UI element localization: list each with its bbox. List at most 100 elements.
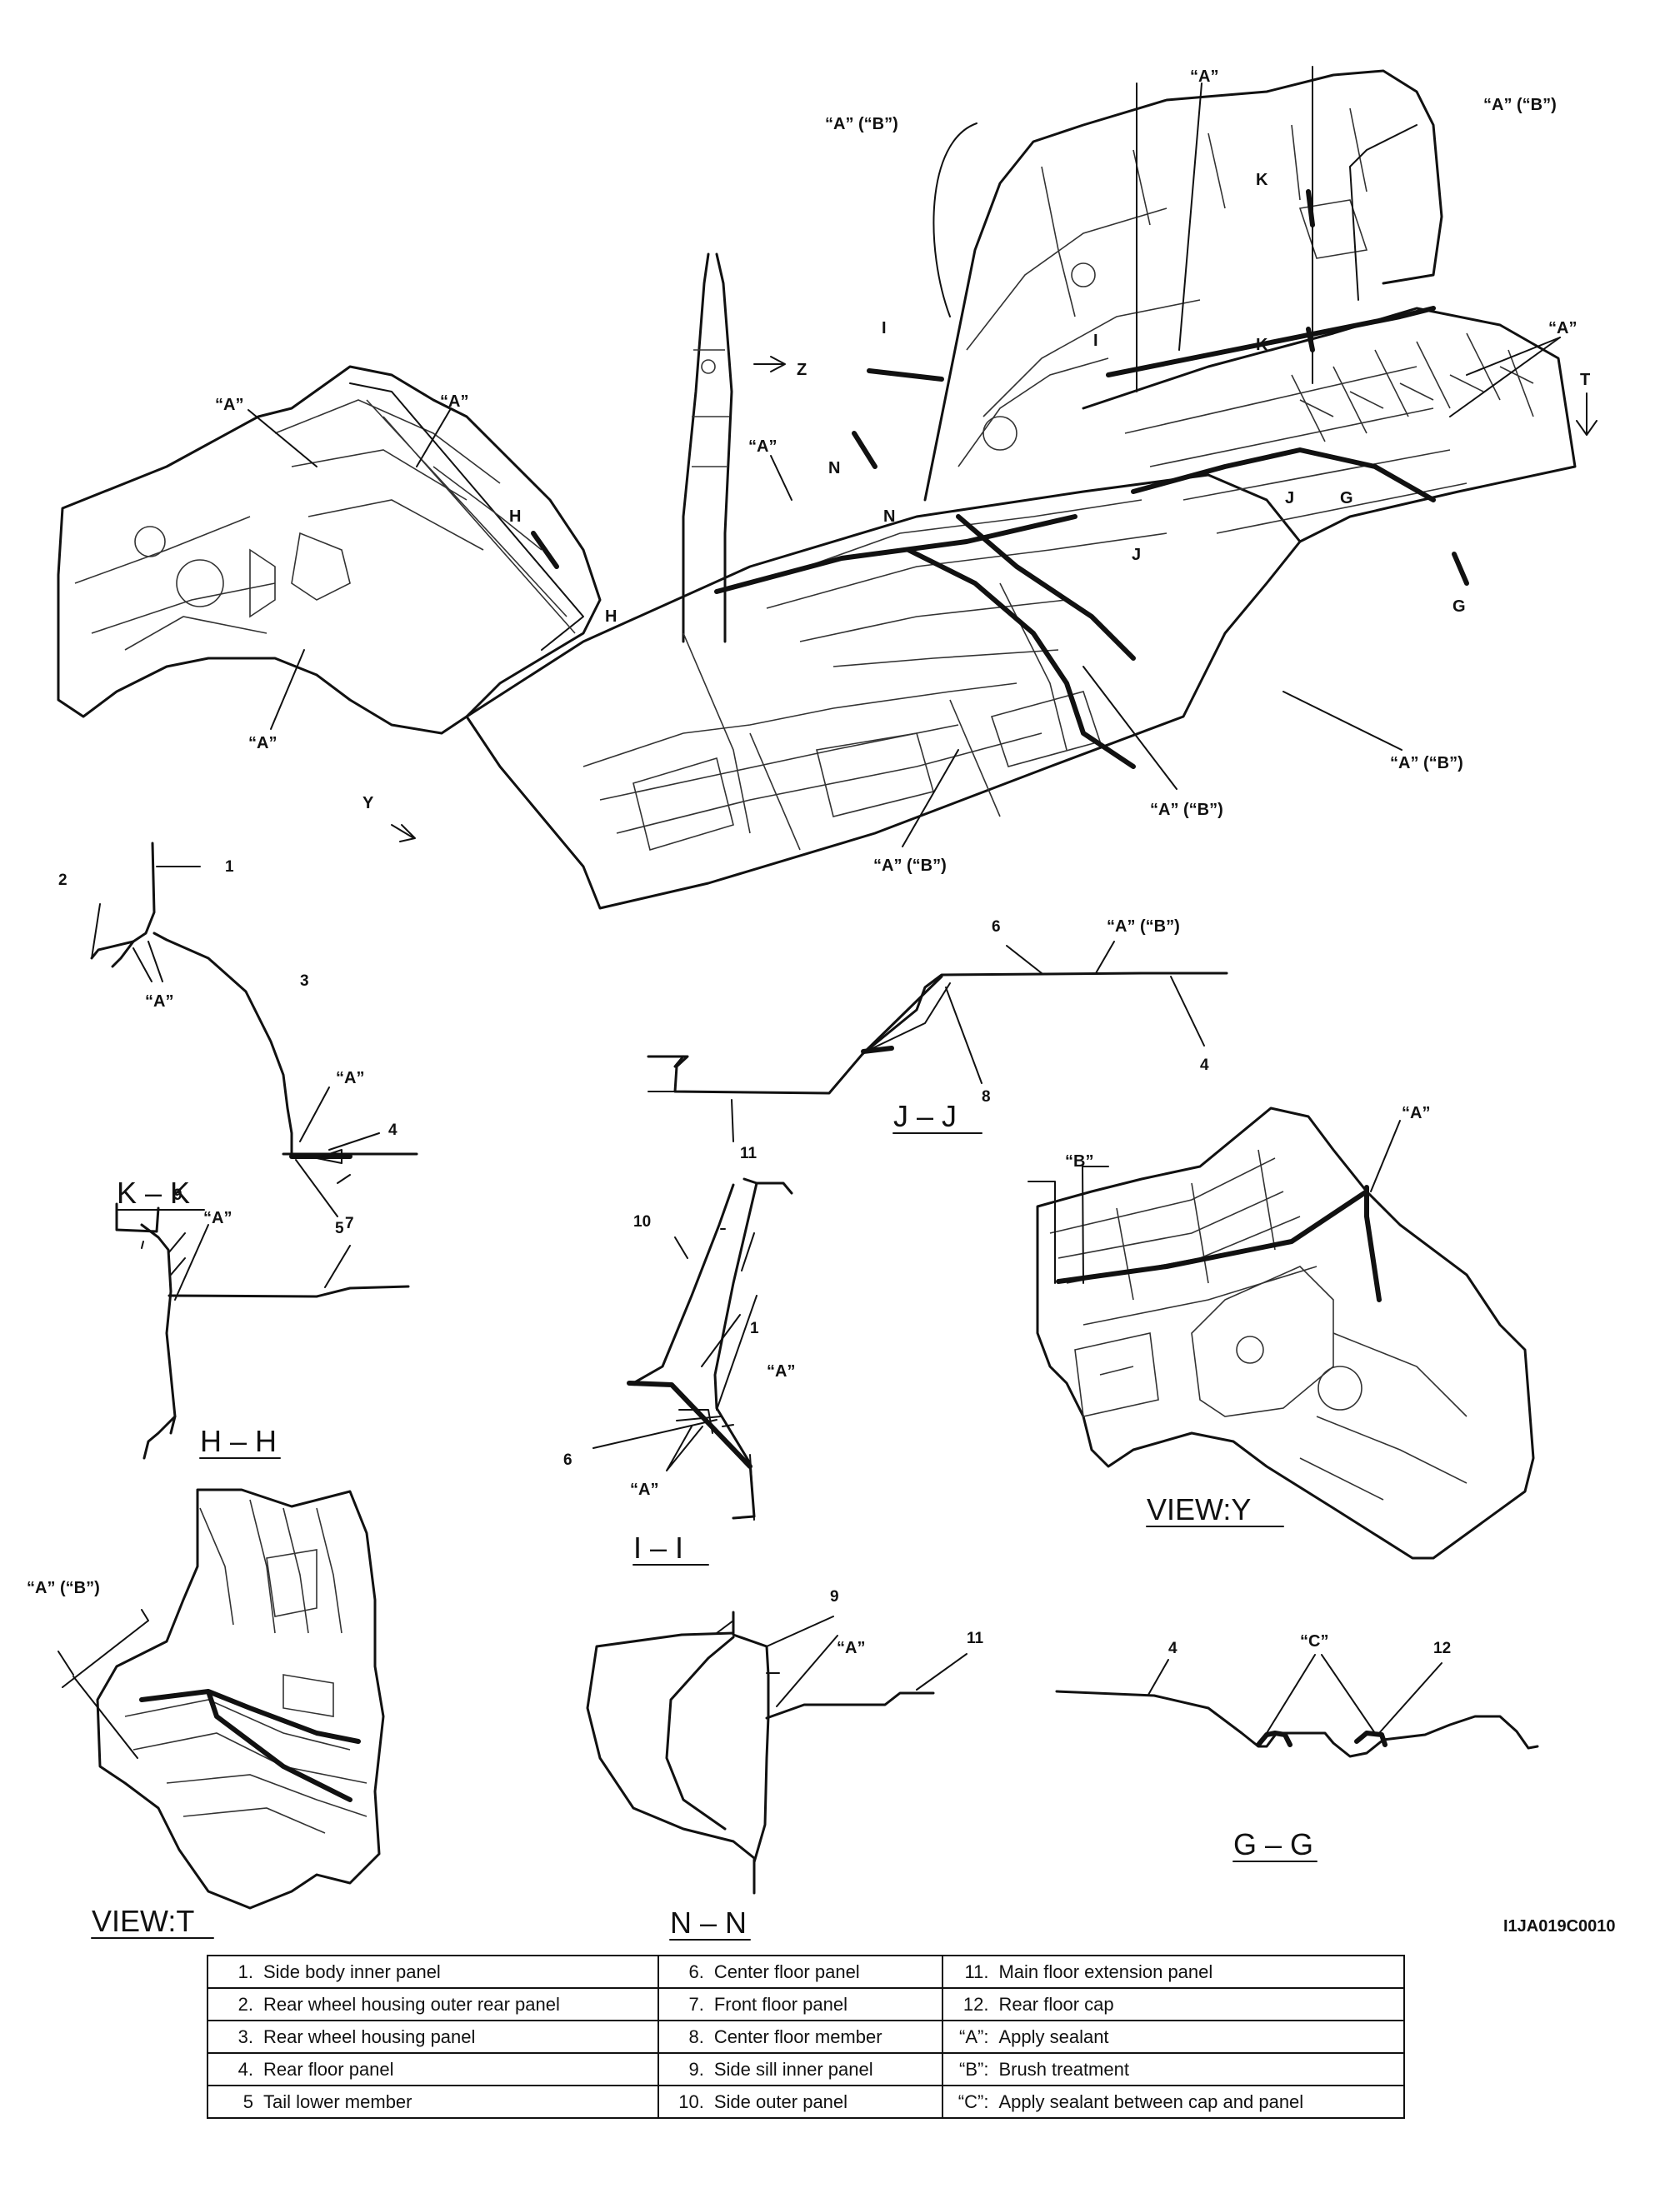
- part-number: 2: [58, 872, 68, 889]
- marker-label: N: [828, 459, 840, 477]
- legend-item-text: Front floor panel: [707, 1987, 944, 2021]
- label-sealant: “A”: [215, 396, 243, 414]
- label-sealant: “A”: [248, 734, 277, 752]
- part-number: 9: [173, 1186, 182, 1204]
- section-title: J – J: [893, 1099, 957, 1133]
- legend-item-text: Side body inner panel: [257, 1955, 659, 1989]
- legend-item-number: 10.: [657, 2085, 708, 2119]
- part-number: 3: [300, 972, 309, 990]
- label-sealant: “A”: [767, 1362, 795, 1381]
- label-sealant: “A”: [748, 437, 777, 456]
- legend-item-text: Rear wheel housing panel: [257, 2020, 659, 2054]
- main-body-view: [57, 69, 1577, 910]
- section-nn: 9 “A” 11 N – N: [586, 1588, 984, 1941]
- legend-item-number: 12.: [942, 1987, 992, 2021]
- part-number: 1: [750, 1320, 759, 1337]
- legend-item-text: Brush treatment: [992, 2052, 1405, 2086]
- label-brush: “B”: [1065, 1152, 1093, 1171]
- legend-item-text: Main floor extension panel: [992, 1955, 1405, 1989]
- marker-label: G: [1340, 489, 1353, 507]
- part-number: 8: [982, 1088, 991, 1106]
- section-ii: 10 1 “A” 6 “A” I – I: [563, 1177, 795, 1566]
- legend-item-number: 6.: [657, 1955, 708, 1989]
- section-title: H – H: [200, 1424, 277, 1458]
- legend-item-text: Tail lower member: [257, 2085, 659, 2119]
- section-title: G – G: [1233, 1827, 1313, 1861]
- view-y: “B” “A” VIEW:Y: [1028, 1104, 1535, 1560]
- label-sealant-brush: “A” (“B”): [825, 115, 898, 133]
- marker-label: G: [1452, 597, 1466, 616]
- main-callout-lines: [248, 66, 1598, 847]
- label-sealant-brush: “A” (“B”): [1483, 96, 1557, 114]
- part-number: 9: [830, 1588, 839, 1606]
- legend-item-number: 1.: [207, 1955, 257, 1989]
- part-number: 5: [335, 1220, 344, 1237]
- label-sealant: “A”: [440, 392, 468, 411]
- section-title: N – N: [670, 1906, 747, 1940]
- marker-label: Y: [362, 794, 374, 812]
- section-title: I – I: [633, 1531, 683, 1565]
- section-jj: 6 “A” (“B”) 4 8 11 J – J: [647, 917, 1228, 1162]
- marker-label: K: [1256, 171, 1268, 189]
- legend-item-number: 5: [207, 2085, 257, 2119]
- label-sealant-brush: “A” (“B”): [1150, 801, 1223, 819]
- legend-item-text: Rear floor panel: [257, 2052, 659, 2086]
- marker-label: I: [882, 319, 887, 337]
- label-sealant: “A”: [1402, 1104, 1430, 1122]
- marker-label: N: [883, 507, 895, 526]
- marker-label: I: [1093, 332, 1098, 350]
- part-number: 11: [967, 1630, 984, 1647]
- legend-item-text: Side sill inner panel: [707, 2052, 944, 2086]
- legend-item-number: “A”:: [942, 2020, 992, 2054]
- legend-item-number: “C”:: [942, 2085, 992, 2119]
- label-sealant: “A”: [203, 1209, 232, 1227]
- legend-item-number: 11.: [942, 1955, 992, 1989]
- section-gg: 4 “C” 12 G – G: [1055, 1632, 1539, 1862]
- marker-label: H: [605, 607, 617, 626]
- legend-item-number: 3.: [207, 2020, 257, 2054]
- section-hh: 9 “A” 7 H – H: [115, 1186, 410, 1460]
- section-title: VIEW:T: [92, 1904, 194, 1938]
- legend-item-text: Rear wheel housing outer rear panel: [257, 1987, 659, 2021]
- label-sealant: “A”: [630, 1481, 658, 1499]
- part-number: 12: [1433, 1640, 1451, 1657]
- label-sealant-brush: “A” (“B”): [1390, 754, 1463, 772]
- marker-label: Z: [797, 361, 807, 379]
- legend-item-number: “B”:: [942, 2052, 992, 2086]
- legend-item-text: Center floor member: [707, 2020, 944, 2054]
- part-number: 6: [563, 1451, 572, 1469]
- legend-item-text: Side outer panel: [707, 2085, 944, 2119]
- part-number: 4: [1200, 1057, 1209, 1074]
- label-sealant: “A”: [145, 992, 173, 1011]
- part-number: 4: [388, 1121, 398, 1139]
- part-number: 6: [992, 918, 1001, 936]
- part-number: 4: [1168, 1640, 1178, 1657]
- part-number: 11: [740, 1145, 758, 1162]
- legend-item-number: 2.: [207, 1987, 257, 2021]
- label-sealant-brush: “A” (“B”): [873, 857, 947, 875]
- legend-item-number: 4.: [207, 2052, 257, 2086]
- marker-label: K: [1256, 336, 1268, 354]
- label-sealant: “A”: [336, 1069, 364, 1087]
- section-kk: 1 2 3 4 5 “A” “A” K – K: [58, 842, 418, 1237]
- label-sealant: “A”: [1190, 67, 1218, 86]
- section-title: VIEW:Y: [1147, 1492, 1251, 1526]
- label-sealant-brush: “A” (“B”): [27, 1579, 100, 1597]
- marker-label: J: [1132, 546, 1141, 564]
- legend-item-number: 7.: [657, 1987, 708, 2021]
- section-title: K – K: [117, 1176, 190, 1210]
- figure-code: I1JA019C0010: [1503, 1917, 1616, 1936]
- marker-label: J: [1285, 489, 1294, 507]
- label-sealant: “A”: [1548, 319, 1577, 337]
- legend-item-text: Apply sealant: [992, 2020, 1405, 2054]
- marker-label: H: [509, 507, 521, 526]
- marker-label: T: [1580, 371, 1590, 389]
- part-number: 1: [225, 858, 234, 876]
